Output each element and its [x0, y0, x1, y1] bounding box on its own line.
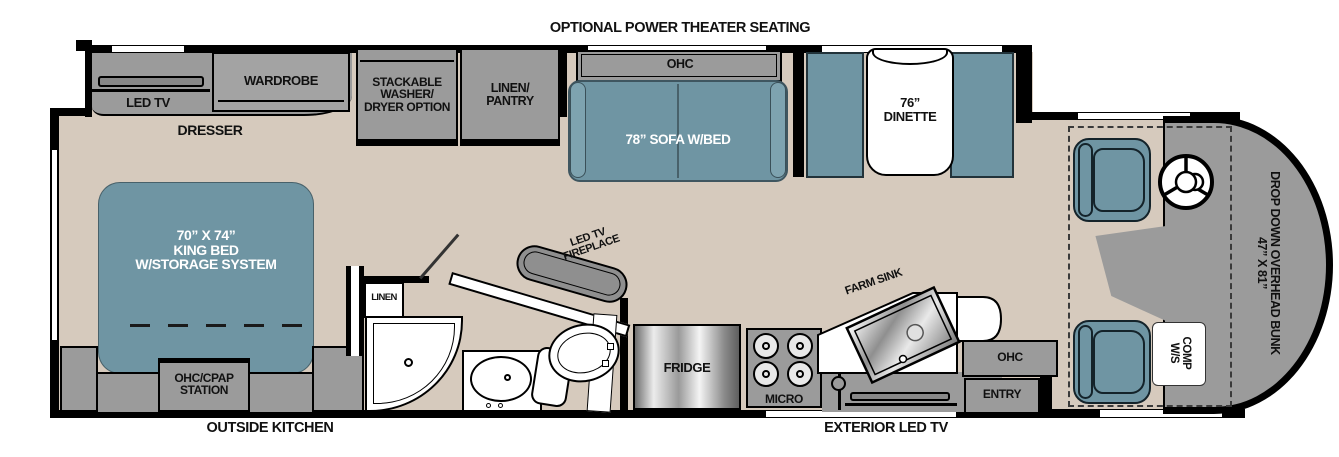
- theater-seating-label: OPTIONAL POWER THEATER SEATING: [549, 20, 811, 36]
- exterior-tv-pole: [838, 372, 841, 410]
- nightstand-right: [312, 346, 364, 412]
- king-bed-label: 70” X 74” KING BED W/STORAGE SYSTEM: [135, 227, 277, 273]
- led-tv-label: LED TV: [126, 95, 170, 110]
- sofa-seam-line: [677, 84, 679, 178]
- linen-label: LINEN: [371, 292, 397, 303]
- bath-left-wall: [346, 266, 364, 356]
- slide-left-wall: [85, 45, 92, 117]
- front-cap-step: [76, 40, 92, 51]
- exterior-tv-icon: [850, 392, 950, 401]
- pantry-sofa-wall: [556, 45, 567, 117]
- fridge: [633, 324, 741, 410]
- washer-dryer-divider-line: [360, 60, 454, 62]
- burner-3: [753, 361, 779, 387]
- bed-fold-dashed-line: [130, 324, 314, 327]
- entry-right-wall: [1040, 374, 1052, 416]
- vanity-faucet-dot-2: [498, 403, 503, 408]
- dinette-bench-left: [806, 52, 864, 178]
- drop-down-bunk-label: DROP DOWN OVERHEAD BUNK 47” X 81”: [1255, 171, 1282, 355]
- burner-4: [787, 361, 813, 387]
- exterior-led-tv-label: EXTERIOR LED TV: [824, 420, 948, 436]
- bath-fridge-wall: [620, 298, 628, 412]
- sofa: [568, 80, 788, 182]
- exterior-tv-mount-icon: [831, 376, 846, 391]
- wardrobe-rod-line: [218, 100, 344, 102]
- sofa-armrest-left: [570, 82, 586, 178]
- vanity-drain: [504, 374, 511, 381]
- sofa-ohc-inner-line: [581, 54, 777, 77]
- bedroom-side-window: [51, 150, 58, 340]
- exterior-tv-base-line: [845, 403, 957, 406]
- ohc-cpap-cabinet: [158, 358, 250, 412]
- bedroom-window: [112, 45, 184, 53]
- drop-down-bunk-outline: [1068, 126, 1232, 407]
- dinette-label: 76” DINETTE: [883, 95, 937, 124]
- sofa-ohc-label: OHC: [666, 57, 694, 71]
- wardrobe-cabinet: [212, 52, 350, 112]
- king-bed: [98, 182, 314, 374]
- vanity-sink: [470, 356, 532, 402]
- nightstand-left: [60, 346, 98, 412]
- bottom-wall: [50, 410, 1035, 418]
- burner-1: [753, 333, 779, 359]
- washer-dryer-label: STACKABLE WASHER/ DRYER OPTION: [363, 75, 451, 114]
- tv-icon: [98, 76, 204, 87]
- sofa-armrest-right: [770, 82, 786, 178]
- linen-pantry-cabinet: [460, 48, 560, 146]
- dinette-bench-right: [950, 52, 1014, 178]
- vanity-faucet-dot-1: [486, 403, 491, 408]
- toilet-hinge-2: [602, 360, 609, 367]
- left-step-wall: [50, 108, 92, 116]
- linen-pantry-label: LINEN/ PANTRY: [486, 81, 534, 108]
- entry-step: [964, 378, 1040, 414]
- cab-door-opening: [1100, 409, 1222, 418]
- sofa-label: 78” SOFA W/BED: [625, 132, 731, 147]
- ohc-cpap-label: OHC/CPAP STATION: [174, 371, 234, 398]
- outside-kitchen-label: OUTSIDE KITCHEN: [206, 420, 334, 436]
- entry-label: ENTRY: [982, 387, 1022, 401]
- shower-drain: [404, 358, 413, 367]
- steering-wheel-icon: [1158, 154, 1214, 210]
- toilet-hinge-1: [607, 343, 614, 350]
- entry-ohc-label: OHC: [997, 350, 1023, 364]
- sofa-dinette-wall: [793, 45, 804, 177]
- comp-workstation-box: [1152, 322, 1206, 386]
- windshield: [1078, 112, 1190, 120]
- tv-stand-line: [92, 89, 210, 92]
- entry-ohc-cabinet: [962, 340, 1058, 377]
- kitchen-counter-and-farm-sink: [817, 285, 1003, 385]
- dinette-right-wall: [1016, 45, 1032, 123]
- burner-2: [787, 333, 813, 359]
- wardrobe-label: WARDROBE: [243, 73, 319, 88]
- comp-ws-label: COMP W/S: [1168, 336, 1192, 370]
- bath-north-wall: [363, 276, 429, 283]
- dresser-label: DRESSER: [177, 122, 243, 138]
- dinette-table: [866, 48, 954, 176]
- fridge-label: FRIDGE: [663, 360, 711, 375]
- micro-label: MICRO: [765, 392, 803, 406]
- washer-dryer-cabinet: [356, 48, 458, 146]
